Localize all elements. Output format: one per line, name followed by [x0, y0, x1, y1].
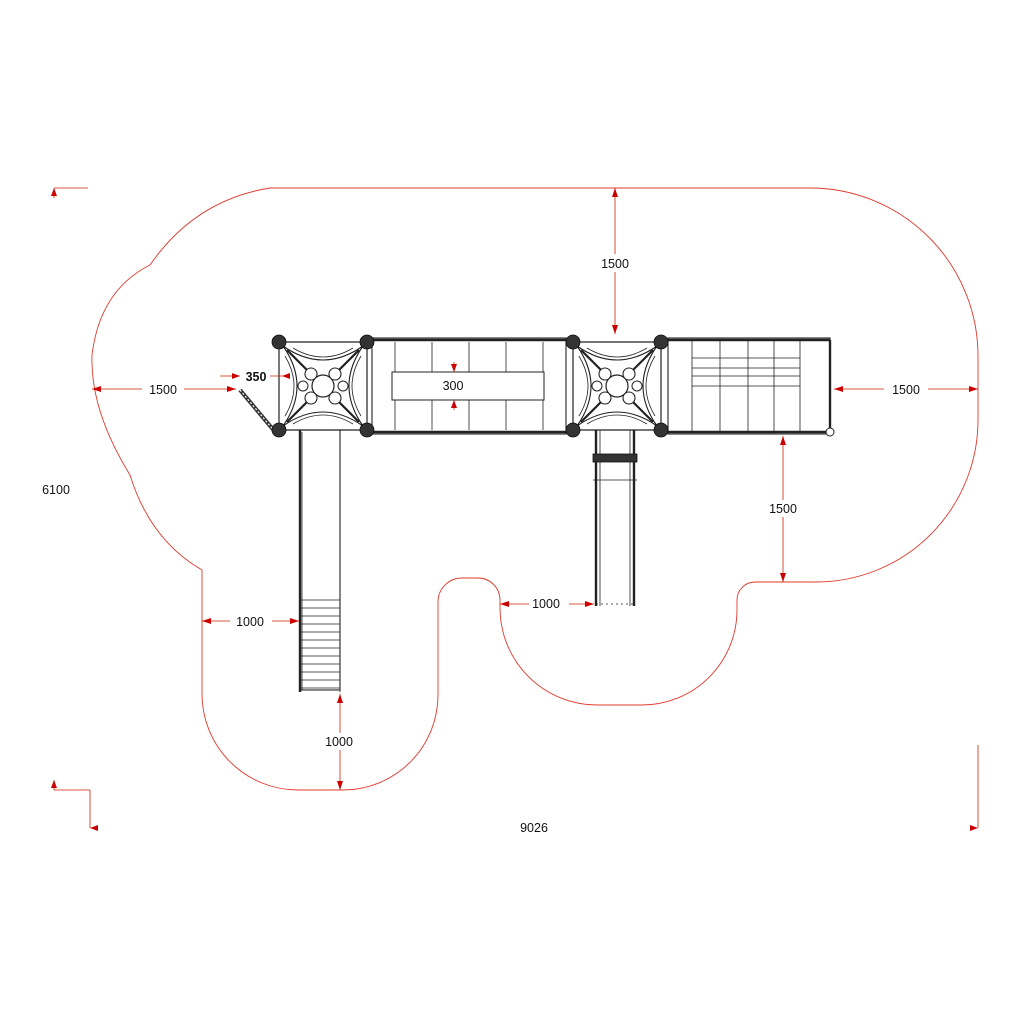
dimension-overall-height — [51, 187, 88, 198]
label-left-clearance: 1500 — [149, 383, 177, 397]
dimension-platform-offset — [220, 373, 290, 379]
side-panel — [667, 337, 835, 437]
play-structure — [238, 333, 835, 692]
label-right-lower-clearance: 1500 — [769, 502, 797, 516]
tower-left — [270, 333, 376, 439]
label-overall-height: 6100 — [42, 483, 70, 497]
handrail — [238, 388, 278, 435]
safety-zone-outline — [91, 187, 979, 791]
label-overall-width: 9026 — [520, 821, 548, 835]
bridge — [371, 337, 567, 435]
dimension-overall-width — [51, 745, 979, 831]
label-slide-side-clearance: 1000 — [236, 615, 264, 629]
tower-right — [564, 333, 670, 439]
label-top-clearance: 1500 — [601, 257, 629, 271]
ladder — [592, 430, 638, 606]
dimension-bridge-width — [451, 362, 457, 410]
label-ladder-side-clearance: 1000 — [532, 597, 560, 611]
slide — [298, 429, 341, 692]
label-slide-end-clearance: 1000 — [325, 735, 353, 749]
label-platform-offset: 350 — [246, 370, 267, 384]
label-right-clearance: 1500 — [892, 383, 920, 397]
label-bridge-width: 300 — [443, 379, 464, 393]
